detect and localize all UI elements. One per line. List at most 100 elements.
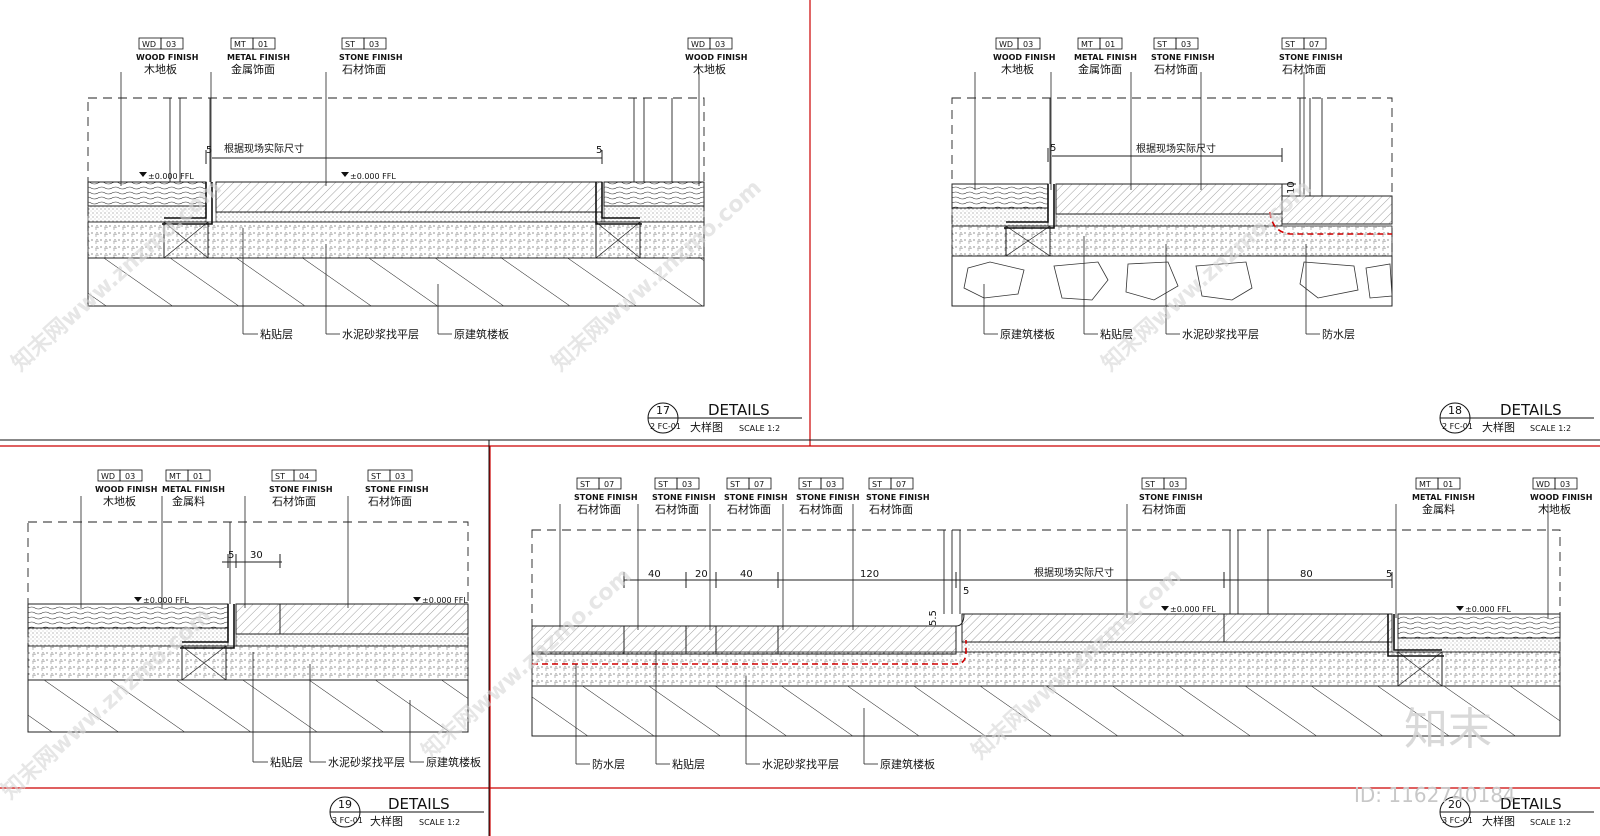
dim-text: 根据现场实际尺寸 [224,142,304,155]
svg-text:木地板: 木地板 [144,62,177,76]
svg-text:ST: ST [658,480,668,489]
svg-text:WOOD FINISH: WOOD FINISH [1530,493,1592,502]
metal-trim [595,182,642,225]
stone-finish-upper [1223,613,1393,643]
svg-text:STONE FINISH: STONE FINISH [365,485,429,494]
svg-text:金属饰面: 金属饰面 [1078,62,1122,76]
svg-text:03: 03 [1023,40,1033,49]
dim-text: 5 [963,586,969,597]
metal-trim [1004,184,1055,229]
level-mark: ±0.000 FFL [148,172,194,181]
level-mark: ±0.000 FFL [350,172,396,181]
svg-text:METAL FINISH: METAL FINISH [1412,493,1475,502]
svg-text:石材饰面: 石材饰面 [1154,62,1198,76]
stone-finish [623,625,687,655]
svg-text:2 FC-01: 2 FC-01 [650,422,681,431]
stone-finish [215,181,603,213]
dim-text: 5 [228,550,234,561]
svg-text:WOOD FINISH: WOOD FINISH [95,485,157,494]
dim-text: 120 [860,569,879,580]
dim-text: 根据现场实际尺寸 [1136,142,1216,155]
svg-text:DETAILS: DETAILS [708,401,770,419]
svg-text:大样图: 大样图 [370,814,403,828]
metal-trim [1387,614,1444,657]
svg-text:STONE FINISH: STONE FINISH [574,493,638,502]
stone-finish-st04 [235,603,281,635]
wood-floor [1397,613,1561,639]
level-mark: ±0.000 FFL [1170,605,1216,614]
dim-text: 40 [648,569,661,580]
underlay-left [951,207,1049,227]
detail-title-block: 18 2 FC-01 DETAILS 大样图 SCALE 1:2 [1439,401,1594,434]
svg-text:MT: MT [1419,480,1431,489]
svg-text:MT: MT [1081,40,1093,49]
svg-text:01: 01 [1443,480,1453,489]
svg-text:04: 04 [299,472,309,481]
dim-text: 40 [740,569,753,580]
svg-text:20: 20 [1448,798,1462,811]
svg-text:ST: ST [580,480,590,489]
svg-text:石材饰面: 石材饰面 [272,494,316,508]
svg-text:03: 03 [715,40,725,49]
stone-finish [531,625,625,655]
svg-text:3 FC-01: 3 FC-01 [1442,816,1473,825]
svg-text:石材饰面: 石材饰面 [1282,62,1326,76]
dim-text: 5 [596,145,602,156]
svg-text:WD: WD [142,40,156,49]
stone-finish [715,625,779,655]
svg-text:18: 18 [1448,404,1462,417]
callout-label: 粘贴层 [270,755,303,769]
svg-text:17: 17 [656,404,670,417]
svg-text:STONE FINISH: STONE FINISH [339,53,403,62]
underlay-right [603,205,705,223]
dim-text: 5 [1386,569,1392,580]
svg-text:01: 01 [258,40,268,49]
callout-label: 原建筑楼板 [426,755,481,769]
svg-text:2 FC-01: 2 FC-01 [1442,422,1473,431]
level-mark: ±0.000 FFL [1465,605,1511,614]
waterproof-line [1269,211,1392,235]
svg-text:SCALE 1:2: SCALE 1:2 [1530,818,1571,827]
svg-text:STONE FINISH: STONE FINISH [724,493,788,502]
dim-text: 20 [695,569,708,580]
bedding-layer [215,211,603,223]
dim-text: 30 [250,550,263,561]
callout-label: 粘贴层 [260,327,293,341]
svg-text:03: 03 [166,40,176,49]
metal-trim [162,182,213,225]
svg-text:ST: ST [275,472,285,481]
svg-text:ST: ST [1285,40,1295,49]
svg-text:03: 03 [1169,480,1179,489]
svg-text:WD: WD [691,40,705,49]
svg-text:大样图: 大样图 [1482,814,1515,828]
svg-text:03: 03 [1560,480,1570,489]
svg-text:METAL FINISH: METAL FINISH [1074,53,1137,62]
svg-text:石材饰面: 石材饰面 [727,502,771,516]
wood-floor-left [87,181,207,207]
callout-label: 原建筑楼板 [1000,327,1055,341]
svg-text:19: 19 [338,798,352,811]
dim-text: 5 [1050,143,1056,154]
svg-text:石材饰面: 石材饰面 [799,502,843,516]
bedding-layer [961,641,1393,653]
svg-text:木地板: 木地板 [1538,502,1571,516]
svg-text:STONE FINISH: STONE FINISH [1151,53,1215,62]
svg-text:SCALE 1:2: SCALE 1:2 [739,424,780,433]
svg-text:MT: MT [169,472,181,481]
svg-text:DETAILS: DETAILS [1500,401,1562,419]
dim-text: 5.5 [928,610,939,626]
svg-text:ST: ST [1157,40,1167,49]
svg-text:METAL FINISH: METAL FINISH [227,53,290,62]
